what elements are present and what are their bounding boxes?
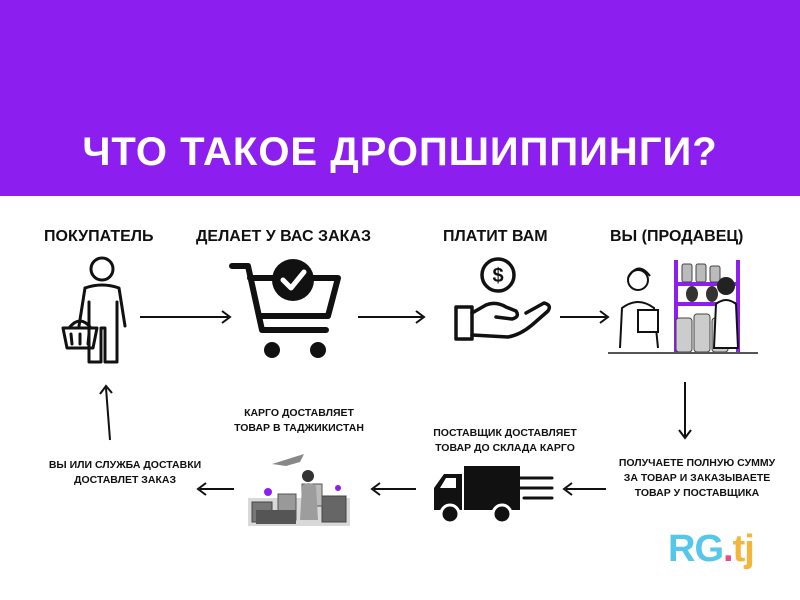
arrow-right — [358, 310, 426, 324]
shopping-cart-check-icon — [229, 259, 341, 358]
step-buyer-label: ПОКУПАТЕЛЬ — [44, 228, 154, 245]
svg-text:$: $ — [492, 265, 503, 287]
logo-tj: tj — [732, 528, 755, 570]
cargo-delivers-line: КАРГО ДОСТАВЛЯЕТ — [244, 407, 354, 419]
cargo-warehouse-icon — [248, 454, 350, 526]
arrow-left — [370, 482, 416, 496]
supplier-delivers-line: ТОВАР ДО СКЛАДА КАРГО — [435, 442, 575, 454]
arrow-up — [99, 384, 113, 441]
seller-shelf-icon — [608, 260, 758, 354]
person-with-basket-icon — [61, 256, 127, 364]
rg-tj-logo: RG.tj — [668, 528, 755, 571]
final-delivery-line: ВЫ ИЛИ СЛУЖБА ДОСТАВКИ — [48, 459, 202, 471]
delivery-truck-icon — [434, 466, 554, 525]
step-order-label: ДЕЛАЕТ У ВАС ЗАКАЗ — [196, 228, 371, 245]
receive-payment-line: ТОВАР У ПОСТАВЩИКА — [634, 487, 760, 499]
arrow-down — [678, 382, 692, 440]
final-delivery-line: ДОСТАВЛЕТ ЗАКАЗ — [73, 474, 177, 486]
hand-coin-icon: $ — [454, 257, 552, 341]
logo-rg: RG — [668, 528, 724, 570]
receive-payment-label: ПОЛУЧАЕТЕ ПОЛНУЮ СУММУ ЗА ТОВАР И ЗАКАЗЫ… — [612, 456, 782, 501]
arrow-right — [140, 310, 232, 324]
receive-payment-line: ПОЛУЧАЕТЕ ПОЛНУЮ СУММУ — [618, 457, 776, 469]
arrow-left — [562, 482, 606, 496]
supplier-delivers-line: ПОСТАВЩИК ДОСТАВЛЯЕТ — [433, 427, 577, 439]
page-title: ЧТО ТАКОЕ ДРОПШИППИНГИ? — [82, 130, 718, 174]
logo-dot: . — [723, 528, 734, 570]
final-delivery-label: ВЫ ИЛИ СЛУЖБА ДОСТАВКИ ДОСТАВЛЕТ ЗАКАЗ — [40, 458, 210, 488]
arrow-left — [196, 482, 234, 496]
cargo-delivers-line: ТОВАР В ТАДЖИКИСТАН — [234, 422, 364, 434]
title-banner: ЧТО ТАКОЕ ДРОПШИППИНГИ? — [0, 0, 800, 196]
receive-payment-line: ЗА ТОВАР И ЗАКАЗЫВАЕТЕ — [623, 472, 771, 484]
step-pay-label: ПЛАТИТ ВАМ — [443, 228, 548, 245]
arrow-right — [560, 310, 610, 324]
cargo-delivers-label: КАРГО ДОСТАВЛЯЕТ ТОВАР В ТАДЖИКИСТАН — [214, 406, 384, 436]
step-seller-label: ВЫ (ПРОДАВЕЦ) — [610, 228, 744, 245]
supplier-delivers-label: ПОСТАВЩИК ДОСТАВЛЯЕТ ТОВАР ДО СКЛАДА КАР… — [420, 426, 590, 456]
